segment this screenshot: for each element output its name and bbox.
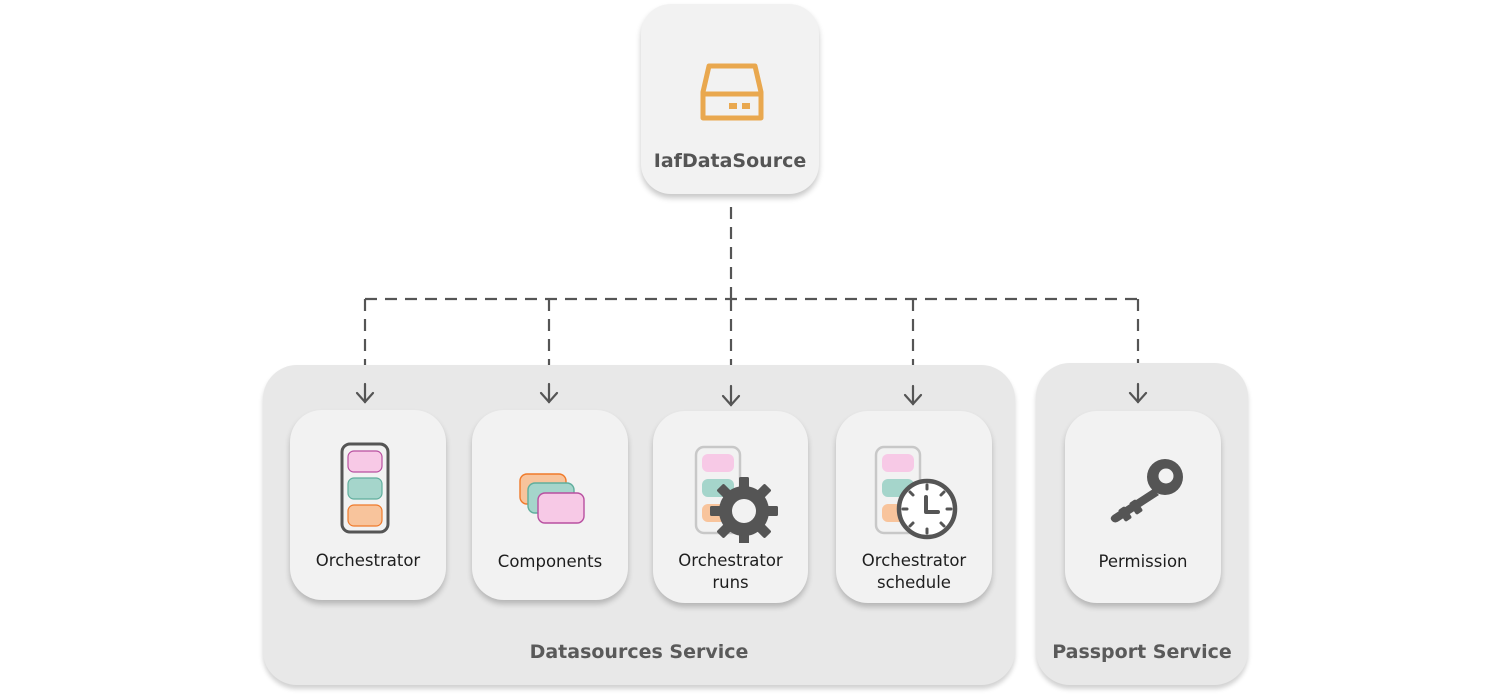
node-orchestrator-schedule-label: Orchestrator schedule	[861, 551, 967, 592]
orchestrator-gear-icon	[694, 445, 778, 543]
passport-service-label: Passport Service	[1052, 641, 1232, 663]
datasources-service-label: Datasources Service	[529, 641, 749, 663]
node-permission-label: Permission	[1098, 552, 1188, 571]
node-components-label: Components	[497, 552, 603, 571]
clock-icon	[896, 478, 958, 540]
source-label: IafDataSource	[653, 150, 807, 172]
gear-icon	[710, 477, 778, 543]
node-orchestrator-runs[interactable]: Orchestrator runs	[653, 411, 808, 603]
hard-drive-icon	[700, 63, 764, 121]
node-orchestrator-runs-label: Orchestrator runs	[678, 551, 783, 592]
node-orchestrator[interactable]: Orchestrator	[290, 410, 446, 600]
node-orchestrator-schedule[interactable]: Orchestrator schedule	[836, 411, 992, 603]
source-node[interactable]: IafDataSource	[641, 4, 819, 194]
node-orchestrator-label: Orchestrator	[315, 551, 421, 570]
key-icon	[1110, 459, 1183, 523]
orchestrator-stack-icon	[340, 442, 390, 534]
orchestrator-clock-icon	[874, 445, 958, 540]
node-components[interactable]: Components	[472, 410, 628, 600]
node-permission[interactable]: Permission	[1065, 411, 1221, 603]
components-stack-icon	[519, 473, 585, 524]
